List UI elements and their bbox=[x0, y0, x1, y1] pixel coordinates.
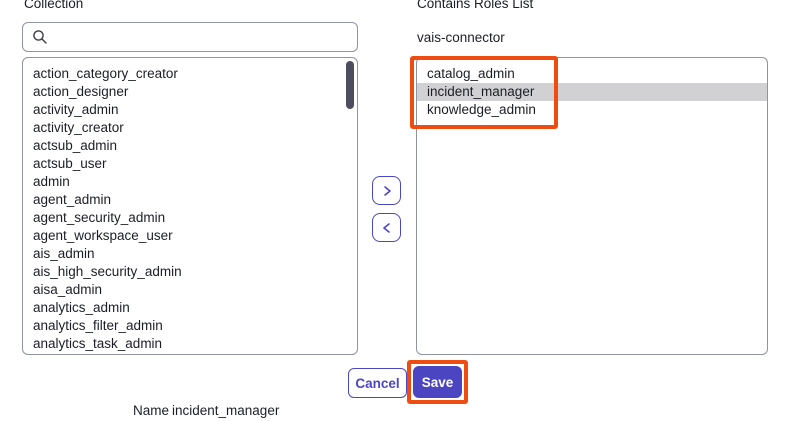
list-item[interactable]: agent_security_admin bbox=[33, 210, 166, 225]
list-item[interactable]: catalog_admin bbox=[427, 66, 515, 81]
chevron-right-icon bbox=[383, 185, 391, 196]
list-item-partial[interactable]: analytics_viewer bbox=[23, 353, 357, 354]
list-item[interactable]: analytics_task_admin bbox=[33, 336, 163, 351]
chevron-left-icon bbox=[382, 222, 390, 233]
list-item[interactable]: agent_admin bbox=[33, 192, 112, 207]
collection-label: Collection bbox=[24, 0, 84, 11]
move-left-button[interactable] bbox=[372, 213, 401, 242]
list-item[interactable]: analytics_admin bbox=[33, 300, 130, 315]
list-item[interactable]: actsub_user bbox=[33, 156, 107, 171]
list-item[interactable]: actsub_admin bbox=[33, 138, 118, 153]
cancel-button[interactable]: Cancel bbox=[348, 368, 407, 398]
list-item[interactable]: agent_workspace_user bbox=[33, 228, 173, 243]
collection-listbox[interactable]: action_category_creator action_designer … bbox=[22, 57, 358, 355]
scrollbar-thumb[interactable] bbox=[346, 61, 354, 109]
name-value: incident_manager bbox=[172, 403, 280, 418]
list-item[interactable]: action_category_creator bbox=[33, 66, 178, 81]
list-item[interactable]: activity_admin bbox=[33, 102, 119, 117]
save-button[interactable]: Save bbox=[413, 366, 462, 398]
list-item[interactable]: knowledge_admin bbox=[427, 102, 536, 117]
search-icon bbox=[33, 30, 47, 44]
group-name-text: vais-connector bbox=[417, 30, 505, 45]
roles-listbox[interactable]: catalog_admin incident_manager knowledge… bbox=[416, 57, 768, 355]
list-item[interactable]: admin bbox=[33, 174, 70, 189]
collection-search[interactable] bbox=[22, 22, 358, 52]
list-item[interactable]: ais_admin bbox=[33, 246, 95, 261]
list-item[interactable]: ais_high_security_admin bbox=[33, 264, 182, 279]
list-item[interactable]: activity_creator bbox=[33, 120, 124, 135]
list-item[interactable]: aisa_admin bbox=[33, 282, 103, 297]
list-item-selected[interactable]: incident_manager bbox=[417, 83, 767, 101]
search-input[interactable] bbox=[54, 23, 357, 51]
list-item[interactable]: analytics_filter_admin bbox=[33, 318, 163, 333]
name-label: Name bbox=[133, 403, 170, 418]
list-item[interactable]: action_designer bbox=[33, 84, 129, 99]
contains-roles-label: Contains Roles List bbox=[417, 0, 534, 11]
move-right-button[interactable] bbox=[372, 176, 401, 205]
